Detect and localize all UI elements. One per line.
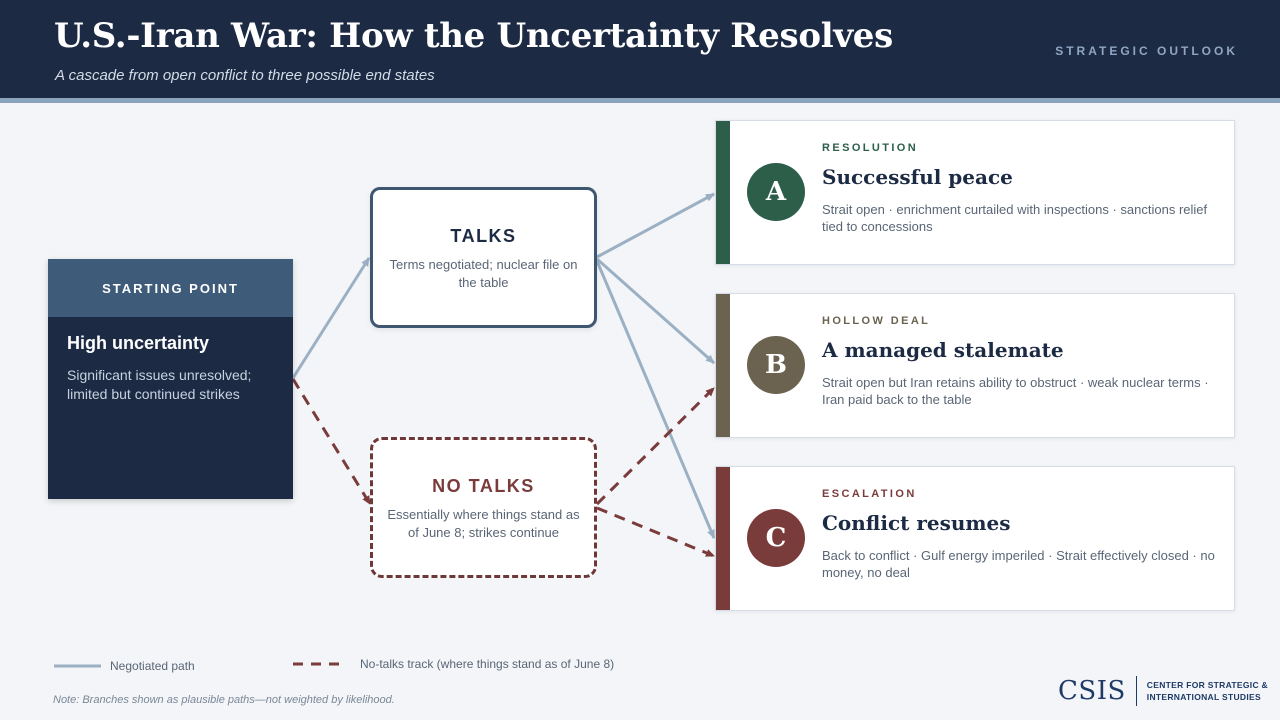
starting-point-title: High uncertainty	[67, 333, 210, 353]
talks-description: Terms negotiated; nuclear file on the ta…	[389, 257, 578, 290]
outcome-eyebrow: RESOLUTION	[822, 142, 919, 154]
talks-node: TALKS Terms negotiated; nuclear file on …	[370, 187, 597, 328]
outcome-badge-b: B	[747, 336, 805, 394]
outcome-title: Conflict resumes	[822, 511, 1011, 535]
legend-negotiated-label: Negotiated path	[110, 659, 195, 673]
no-talks-title: NO TALKS	[432, 476, 535, 496]
starting-point-description: Significant issues unresolved; limited b…	[67, 367, 252, 402]
link-notalks-to-c	[596, 506, 715, 558]
link-talks-to-a	[596, 192, 715, 259]
no-talks-node: NO TALKS Essentially where things stand …	[370, 437, 597, 578]
outcome-card-a: A RESOLUTION Successful peace Strait ope…	[715, 120, 1235, 265]
starting-point-box: STARTING POINT High uncertainty Signific…	[48, 259, 293, 499]
logo-text: CENTER FOR STRATEGIC & INTERNATIONAL STU…	[1147, 679, 1268, 703]
legend-no-talks-label: No-talks track (where things stand as of…	[360, 657, 615, 671]
csis-logo: CSIS CENTER FOR STRATEGIC & INTERNATIONA…	[1058, 676, 1268, 706]
logo-divider	[1135, 676, 1137, 706]
link-talks-to-b	[596, 257, 715, 365]
outcome-description: Back to conflict · Gulf energy imperiled…	[822, 548, 1215, 580]
header-rule	[0, 98, 1280, 103]
outcome-title: Successful peace	[822, 165, 1013, 189]
outcome-card-c: C ESCALATION Conflict resumes Back to co…	[715, 466, 1235, 611]
talks-title: TALKS	[450, 226, 517, 246]
outcome-accent-bar	[716, 294, 730, 437]
outcome-accent-bar	[716, 121, 730, 264]
logo-wordmark: CSIS	[1058, 676, 1126, 706]
starting-point-label: STARTING POINT	[48, 259, 293, 317]
outcome-description: Strait open · enrichment curtailed with …	[822, 202, 1208, 234]
outcome-eyebrow: ESCALATION	[822, 488, 917, 500]
logo-line-1: CENTER FOR STRATEGIC &	[1146, 680, 1268, 690]
outcome-badge-c: C	[747, 509, 805, 567]
page-subtitle: A cascade from open conflict to three po…	[55, 67, 435, 84]
no-talks-description: Essentially where things stand as of Jun…	[387, 507, 580, 540]
outcome-description: Strait open but Iran retains ability to …	[822, 375, 1209, 407]
link-start-to-notalks	[291, 378, 372, 505]
outcome-badge-a: A	[747, 163, 805, 221]
header-bar	[0, 0, 1280, 98]
outcome-card-b: B HOLLOW DEAL A managed stalemate Strait…	[715, 293, 1235, 438]
link-notalks-to-b	[595, 386, 716, 506]
logo-line-2: INTERNATIONAL STUDIES	[1146, 692, 1261, 702]
link-talks-to-c	[595, 260, 716, 539]
outcome-title: A managed stalemate	[822, 338, 1064, 362]
header-eyebrow: STRATEGIC OUTLOOK	[1055, 44, 1238, 58]
page-title: U.S.-Iran War: How the Uncertainty Resol…	[54, 16, 893, 56]
outcome-eyebrow: HOLLOW DEAL	[822, 315, 931, 327]
footnote: Note: Branches shown as plausible paths—…	[53, 694, 395, 706]
link-start-to-talks	[291, 257, 371, 379]
outcome-accent-bar	[716, 467, 730, 610]
